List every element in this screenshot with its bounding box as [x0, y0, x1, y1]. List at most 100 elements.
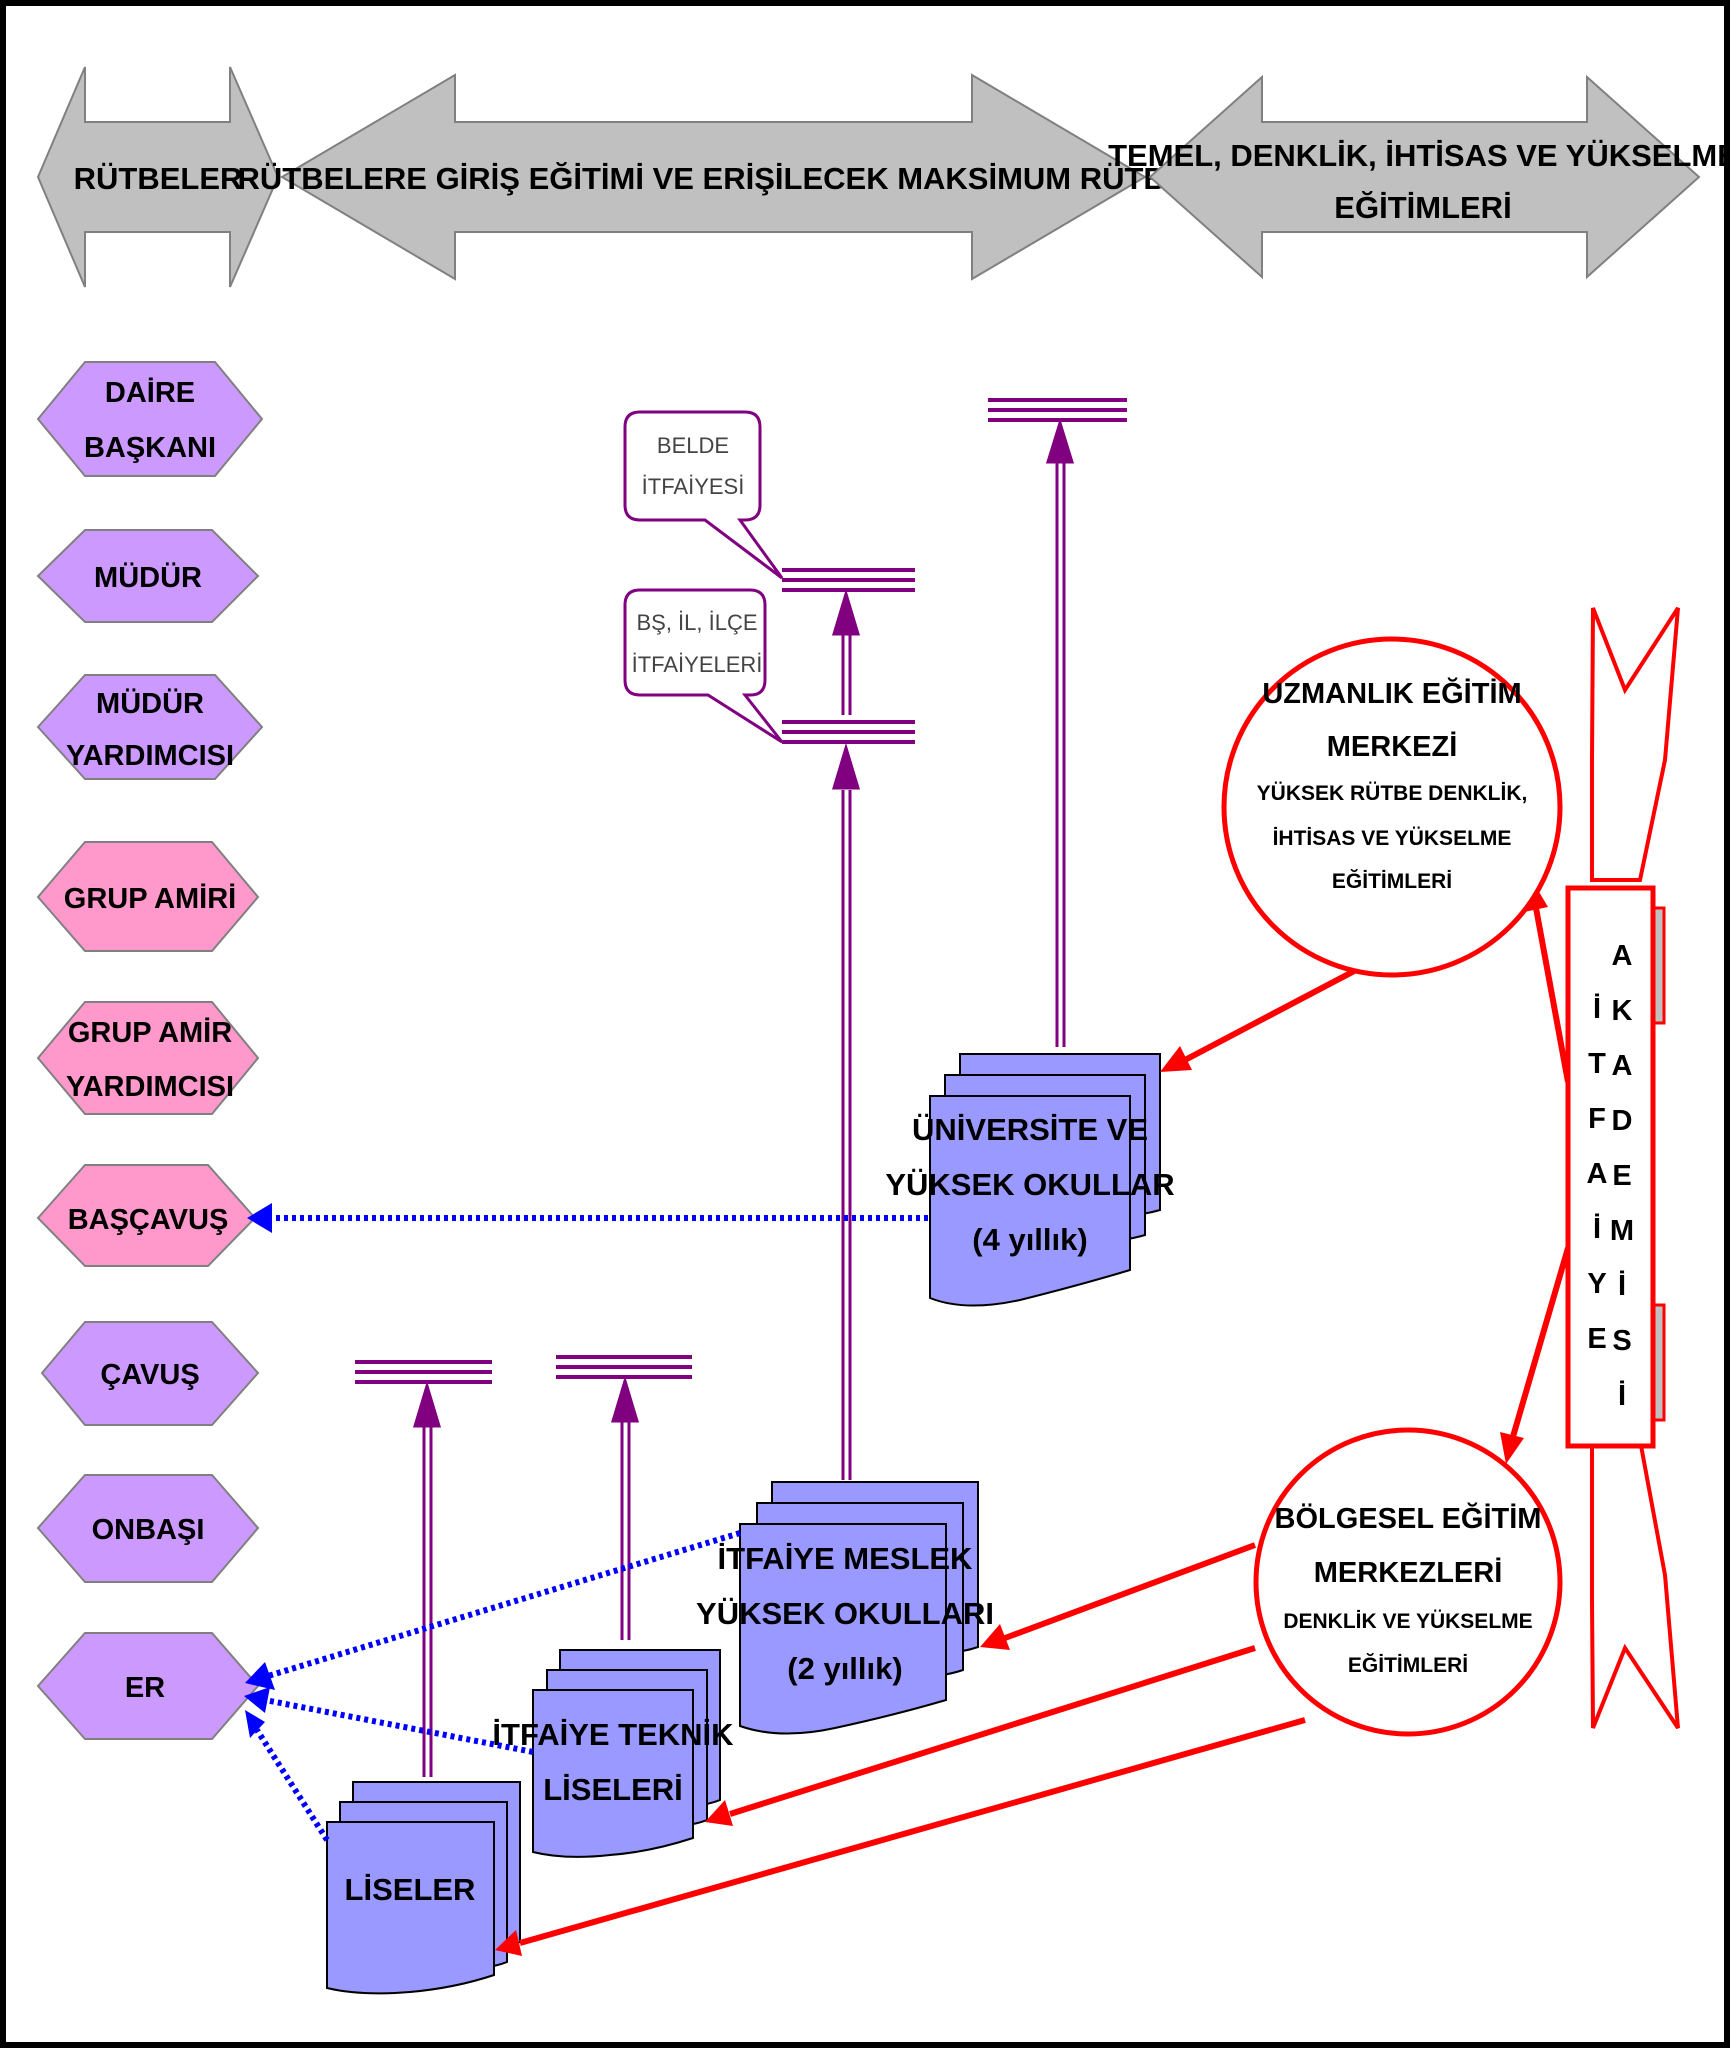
arrow-bolgesel-to-vocational: [1003, 1542, 1257, 1641]
rank-hexagon-bascavus: BAŞÇAVUŞ: [36, 1164, 257, 1267]
academy-letter: S: [1612, 1325, 1631, 1357]
document-university-line1: ÜNİVERSİTE VE: [912, 1112, 1148, 1147]
header-entry-label: RÜTBELERE GİRİŞ EĞİTİMİ VE ERİŞİLECEK MA…: [238, 161, 1187, 196]
max-rank-marker-bs: [782, 720, 915, 744]
max-rank-marker-highschool: [355, 1360, 492, 1384]
rank-label-line1: ONBAŞI: [92, 1514, 205, 1546]
academy-letter: A: [1612, 940, 1633, 972]
academy-letter: İ: [1593, 993, 1601, 1025]
document-highschool-line1: LİSELER: [345, 1872, 476, 1907]
academy-letter: D: [1612, 1105, 1633, 1137]
uzmanlik-title-line1: UZMANLIK EĞİTİM: [1262, 676, 1521, 710]
document-technical-line2: LİSELERİ: [543, 1772, 683, 1807]
rank-label-line1: ER: [125, 1672, 165, 1704]
document-itfaiye-meslek-yuksek-okullari: İTFAİYE MESLEK YÜKSEK OKULLARI (2 yıllık…: [696, 1481, 994, 1735]
academy-letter: İ: [1593, 1213, 1601, 1245]
callout-belde-itfaiyesi: BELDE İTFAİYESİ: [623, 410, 784, 580]
rank-label-line1: MÜDÜR: [94, 561, 202, 594]
blue-dotted-arrows: [254, 1215, 928, 1842]
academy-upper-ribbon: [1590, 606, 1680, 882]
uzmanlik-title-line2: MERKEZİ: [1327, 731, 1458, 763]
arrow-university-up: [1045, 417, 1075, 1047]
rank-label-line2: YARDIMCISI: [66, 1071, 234, 1103]
document-university-line3: (4 yıllık): [972, 1222, 1087, 1257]
callout-bs-il-ilce-itfaiyeleri: BŞ, İL, İLÇE İTFAİYELERİ: [623, 588, 784, 744]
rank-label-line1: MÜDÜR: [96, 687, 204, 720]
academy-letter: T: [1588, 1048, 1606, 1080]
academy-letter: M: [1610, 1215, 1634, 1247]
academy-panel: [1565, 885, 1656, 1449]
academy-letter: E: [1587, 1323, 1606, 1355]
academy-letter: F: [1588, 1103, 1606, 1135]
center-uzmanlik-egitim-merkezi: UZMANLIK EĞİTİM MERKEZİ YÜKSEK RÜTBE DEN…: [1221, 636, 1563, 978]
callout-belde-line1: BELDE: [657, 433, 729, 458]
rank-hexagon-er: ER: [36, 1632, 260, 1740]
uzmanlik-sub-line1: YÜKSEK RÜTBE DENKLİK,: [1257, 782, 1528, 805]
max-rank-marker-university: [988, 398, 1127, 422]
academy-letter: A: [1587, 1158, 1608, 1190]
blue-arrowheads: [244, 1203, 275, 1738]
bolgesel-title-line2: MERKEZLERİ: [1314, 1557, 1503, 1589]
rank-hexagon-grup-amiri: GRUP AMİRİ: [36, 841, 260, 952]
bolgesel-sub-line1: DENKLİK VE YÜKSELME: [1283, 1610, 1532, 1633]
header-training-label-line2: EĞİTİMLERİ: [1334, 190, 1511, 225]
max-rank-marker-belde: [782, 568, 915, 592]
red-arrows: [519, 907, 1571, 1946]
arrow-uzmanlik-to-university: [1183, 965, 1362, 1063]
callout-bs-line1: BŞ, İL, İLÇE: [636, 610, 757, 635]
purple-arrows: [412, 417, 1075, 1777]
uzmanlik-sub-line3: EĞİTİMLERİ: [1332, 869, 1452, 893]
rank-label-line1: ÇAVUŞ: [100, 1359, 199, 1391]
arrow-vocational-up: [831, 588, 861, 1480]
academy-letter: A: [1612, 1050, 1633, 1082]
header-training-arrow: TEMEL, DENKLİK, İHTİSAS VE YÜKSELME EĞİT…: [1108, 74, 1730, 280]
rank-label-line1: DAİRE: [105, 377, 195, 409]
academy-letter: İ: [1618, 1380, 1626, 1412]
rank-hexagon-cavus: ÇAVUŞ: [40, 1321, 260, 1426]
arrow-technical-to-er: [264, 1697, 534, 1755]
document-vocational-line2: YÜKSEK OKULLARI: [696, 1596, 994, 1631]
rank-hexagon-onbasi: ONBAŞI: [36, 1474, 260, 1583]
uzmanlik-sub-line2: İHTİSAS VE YÜKSELME: [1273, 827, 1512, 850]
document-universite-yuksek-okullar: ÜNİVERSİTE VE YÜKSEK OKULLAR (4 yıllık): [885, 1053, 1175, 1307]
bolgesel-sub-line2: EĞİTİMLERİ: [1348, 1653, 1468, 1677]
rank-label-line2: YARDIMCISI: [66, 740, 234, 772]
arrow-technical-up: [610, 1375, 640, 1640]
rank-hexagon-daire-baskani: DAİRE BAŞKANI: [36, 361, 264, 477]
arrow-academy-to-uzmanlik: [1533, 907, 1571, 1083]
rank-label-line1: GRUP AMİRİ: [64, 883, 236, 915]
document-university-line2: YÜKSEK OKULLAR: [885, 1167, 1174, 1202]
rank-label-line1: GRUP AMİR: [68, 1017, 232, 1049]
arrow-bolgesel-to-technical: [729, 1645, 1256, 1817]
academy-lower-ribbon: [1590, 1438, 1680, 1730]
rank-hexagon-grup-amir-yardimcisi: GRUP AMİR YARDIMCISI: [36, 1001, 260, 1115]
center-bolgesel-egitim-merkezleri: BÖLGESEL EĞİTİM MERKEZLERİ DENKLİK VE YÜ…: [1253, 1427, 1563, 1737]
header-ranks-arrow: RÜTBELER: [36, 66, 280, 288]
document-technical-line1: İTFAİYE TEKNİK: [492, 1717, 734, 1752]
document-vocational-line1: İTFAİYE MESLEK: [718, 1541, 974, 1576]
rank-label-line1: BAŞÇAVUŞ: [68, 1204, 229, 1236]
arrow-highschool-to-er: [254, 1728, 330, 1842]
document-vocational-line3: (2 yıllık): [787, 1651, 902, 1686]
rank-hexagon-mudur: MÜDÜR: [36, 529, 260, 623]
rank-hexagon-mudur-yardimcisi: MÜDÜR YARDIMCISI: [36, 674, 264, 780]
callout-belde-line2: İTFAİYESİ: [642, 474, 745, 499]
header-training-label-line1: TEMEL, DENKLİK, İHTİSAS VE YÜKSELME: [1108, 138, 1730, 173]
rank-label-line2: BAŞKANI: [84, 432, 216, 464]
max-rank-marker-technical: [556, 1355, 692, 1379]
academy-text-itfaiye: İTFAİYE: [1587, 993, 1608, 1355]
document-itfaiye-teknik-liseleri: İTFAİYE TEKNİK LİSELERİ: [492, 1649, 734, 1858]
arrow-academy-to-bolgesel: [1509, 1247, 1571, 1441]
arrow-vocational-to-er: [267, 1530, 741, 1679]
callout-bs-line2: İTFAİYELERİ: [632, 652, 763, 677]
arrow-highschool-up: [412, 1380, 442, 1777]
academy-letter: K: [1612, 995, 1633, 1027]
document-liseler: LİSELER: [326, 1781, 521, 1995]
arrow-bolgesel-to-highschool: [519, 1717, 1306, 1946]
academy-letter: E: [1612, 1160, 1631, 1192]
bolgesel-title-line1: BÖLGESEL EĞİTİM: [1275, 1501, 1542, 1535]
